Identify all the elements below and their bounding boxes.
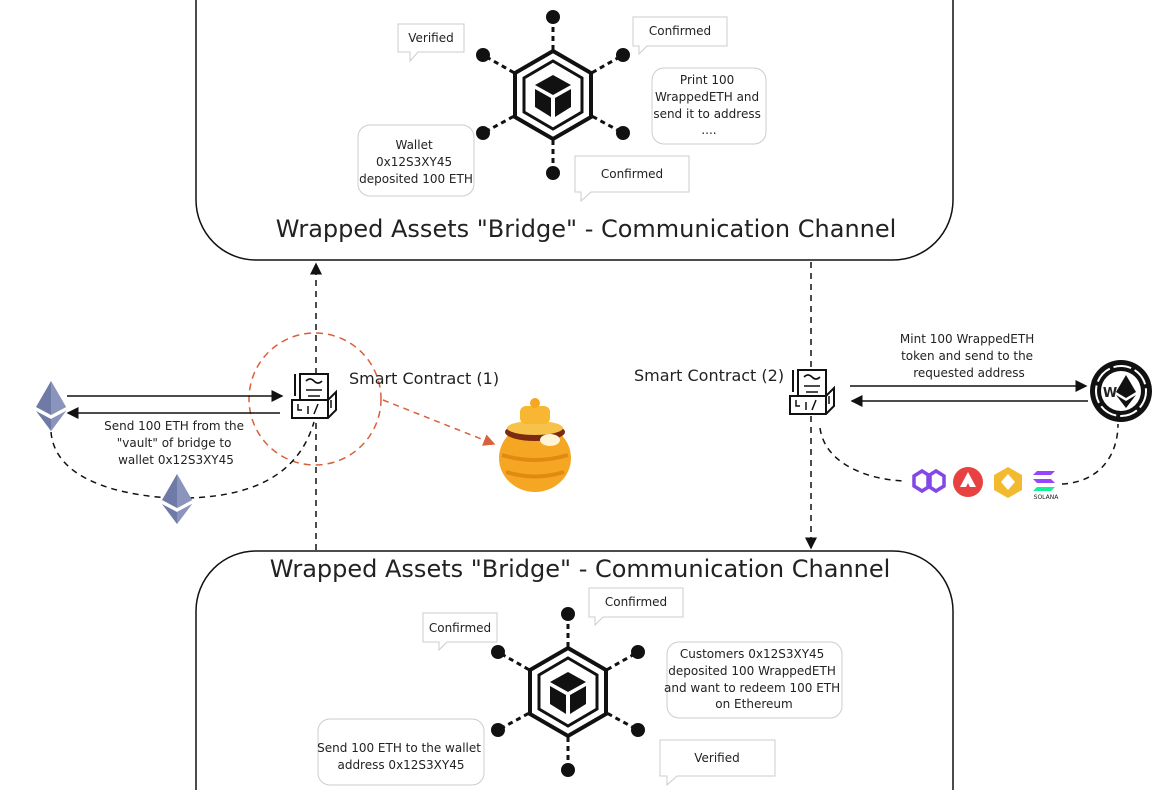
- bubble-print: Print 100 WrappedETH and send it to addr…: [651, 67, 767, 145]
- bubble-confirmed: Confirmed: [422, 612, 498, 652]
- solana-caption: SOLANA: [1034, 494, 1060, 501]
- right-flow: Smart Contract (2) Mint 100 WrappedETH t…: [634, 332, 1152, 501]
- chains-connector: [819, 423, 1119, 485]
- wrapped-eth-coin-icon: W: [1090, 360, 1152, 422]
- ethereum-icon: [162, 474, 192, 524]
- coin-letter: W: [1103, 386, 1117, 401]
- bottom-channel: Wrapped Assets "Bridge" - Communication …: [195, 550, 954, 790]
- bubble-text: Print 100 WrappedETH and send it to addr…: [653, 73, 764, 137]
- send-note: Send 100 ETH from the "vault" of bridge …: [104, 419, 248, 467]
- smart-contract-1-label: Smart Contract (1): [349, 369, 499, 388]
- bubble-text: Verified: [408, 31, 454, 45]
- bubble-customers: Customers 0x12S3XY45 deposited 100 Wrapp…: [664, 641, 844, 719]
- bubble-send: Send 100 ETH to the wallet address 0x12S…: [317, 718, 485, 786]
- left-flow: Smart Contract (1) Send 100 ETH from the…: [36, 332, 571, 524]
- bubble-text: Confirmed: [601, 167, 663, 181]
- bubble-wallet: Wallet 0x12S3XY45 deposited 100 ETH: [357, 124, 475, 197]
- highlight-circle: [248, 332, 382, 466]
- smart-contract-icon: [291, 373, 337, 419]
- smart-contract-icon: [789, 369, 835, 415]
- bubble-text: Customers 0x12S3XY45 deposited 100 Wrapp…: [664, 647, 844, 711]
- bnb-icon: [994, 467, 1022, 498]
- bubble-text: Confirmed: [429, 621, 491, 635]
- loop-connector: [50, 421, 315, 499]
- mint-note: Mint 100 WrappedETH token and send to th…: [900, 332, 1038, 380]
- top-channel: Verified Confirmed Print 100 WrappedETH …: [195, 0, 954, 261]
- top-channel-title: Wrapped Assets "Bridge" - Communication …: [276, 215, 897, 243]
- bubble-text: Send 100 ETH to the wallet address 0x12S…: [317, 741, 485, 772]
- bubble-text: Verified: [694, 751, 740, 765]
- bottom-channel-title: Wrapped Assets "Bridge" - Communication …: [270, 555, 891, 583]
- bubble-confirmed: Confirmed: [632, 16, 728, 56]
- bubble-text: Wallet 0x12S3XY45 deposited 100 ETH: [359, 138, 473, 186]
- ethereum-icon: [36, 381, 66, 431]
- bubble-verified: Verified: [397, 23, 465, 63]
- avalanche-icon: [953, 467, 983, 497]
- bubble-text: Confirmed: [649, 24, 711, 38]
- bubble-text: Confirmed: [605, 595, 667, 609]
- polygon-icon: [912, 468, 946, 494]
- bubble-confirmed-2: Confirmed: [574, 155, 690, 203]
- honeypot-icon: [499, 398, 571, 492]
- bubble-confirmed-2: Confirmed: [588, 587, 684, 627]
- bubble-verified: Verified: [659, 739, 776, 787]
- solana-icon: SOLANA: [1033, 471, 1059, 501]
- arrow-to-honeypot: [382, 399, 496, 446]
- smart-contract-2-label: Smart Contract (2): [634, 366, 784, 385]
